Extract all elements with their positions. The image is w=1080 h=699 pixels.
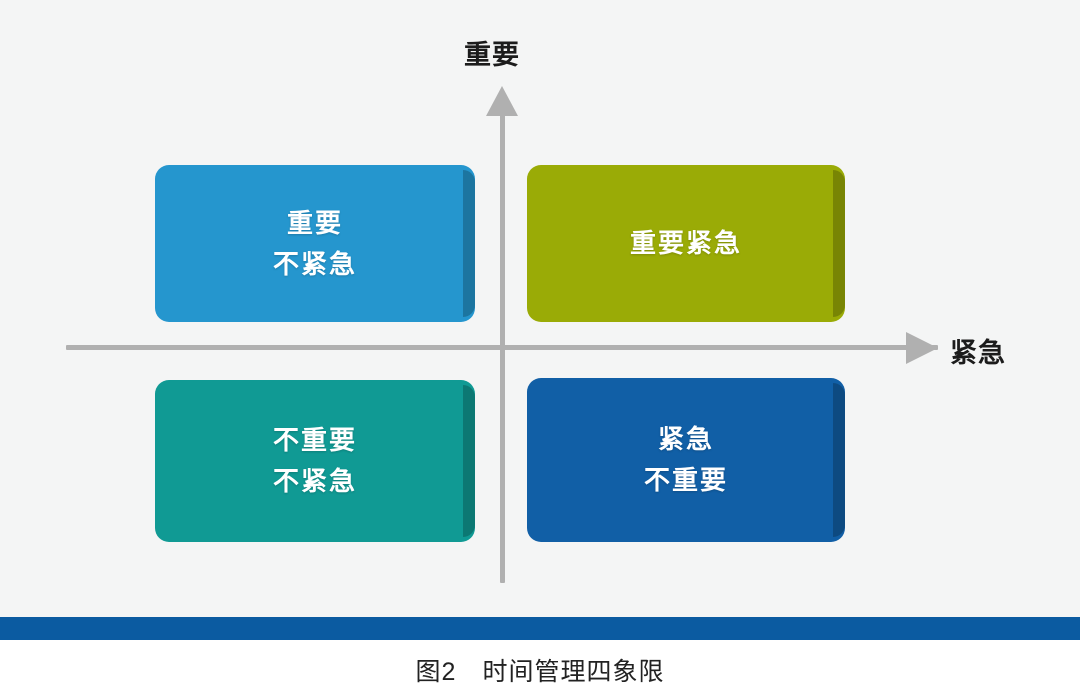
quadrant-tr-line-1: 重要紧急 [629, 228, 742, 259]
quadrant-bl-line-2: 不紧急 [272, 466, 357, 496]
quadrant-important-urgent[interactable]: 重要紧急 [527, 165, 845, 322]
quadrant-urgent-not-important[interactable]: 紧急 不重要 [527, 378, 845, 542]
vertical-axis-arrow-icon [486, 86, 518, 116]
horizontal-axis-label: 紧急 [950, 338, 1006, 368]
quadrant-tl-line-2: 不紧急 [272, 248, 357, 279]
horizontal-axis-arrow-icon [906, 332, 938, 364]
vertical-axis-label: 重要 [464, 40, 520, 70]
caption-area: 图2 时间管理四象限 [0, 640, 1080, 699]
vertical-axis-line [500, 104, 505, 583]
diagram-canvas: 重要 紧急 重要 不紧急 重要紧急 不重要 不紧急 紧急 不重要 [0, 0, 1080, 617]
figure-caption: 图2 时间管理四象限 [415, 657, 665, 686]
quadrant-tl-line-1: 重要 [286, 207, 343, 238]
quadrant-br-line-1: 紧急 [657, 424, 714, 455]
quadrant-br-line-2: 不重要 [643, 465, 728, 495]
quadrant-bl-line-1: 不重要 [272, 425, 357, 456]
quadrant-important-not-urgent[interactable]: 重要 不紧急 [155, 165, 475, 322]
bottom-rule-bar [0, 617, 1080, 640]
quadrant-not-important-not-urgent[interactable]: 不重要 不紧急 [155, 380, 475, 542]
